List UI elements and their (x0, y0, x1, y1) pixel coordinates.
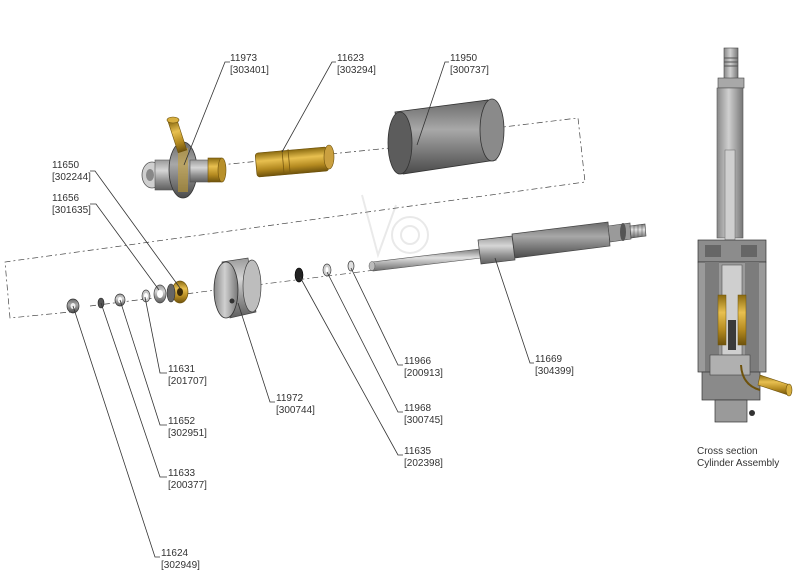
callout-11669-ref: [304399] (535, 366, 574, 377)
callout-11973-part: 11973 (230, 53, 258, 64)
callout-11950-ref: [300737] (450, 65, 489, 76)
brass-sleeve-part (254, 144, 335, 178)
callout-11950-part: 11950 (450, 53, 478, 64)
piston-rod-part (368, 221, 647, 272)
callout-11972-part: 11972 (276, 393, 304, 404)
callout-11631-part: 11631 (168, 364, 196, 375)
callout-11633-part: 11633 (168, 468, 196, 479)
callout-11966-ref: [200913] (404, 368, 443, 379)
callout-11669-part: 11669 (535, 354, 563, 365)
caption-line-1: Cross section (697, 446, 758, 457)
callout-11652-part: 11652 (168, 416, 196, 427)
callout-11623-ref: [303294] (337, 65, 376, 76)
callout-11650-ref: [302244] (52, 172, 91, 183)
callout-11966-part: 11966 (404, 356, 432, 367)
callout-11652-ref: [302951] (168, 428, 207, 439)
callout-11650-part: 11650 (52, 160, 80, 171)
callout-11656-part: 11656 (52, 193, 80, 204)
callout-labels: 11973 [303401] 11623 [303294] 11950 [300… (52, 53, 574, 571)
callout-11633-ref: [200377] (168, 480, 207, 491)
caption-line-2: Cylinder Assembly (697, 458, 779, 469)
fitting-block-part (141, 116, 227, 199)
callout-11656-ref: [301635] (52, 205, 91, 216)
callout-11972-ref: [300744] (276, 405, 315, 416)
cross-section-caption: Cross section Cylinder Assembly (697, 446, 779, 469)
cylinder-body-part (387, 98, 505, 175)
rod-seal-parts (294, 260, 355, 283)
small-seal-parts (66, 280, 189, 314)
piston-part (213, 257, 262, 319)
callout-11968-ref: [300745] (404, 415, 443, 426)
callout-11631-ref: [201707] (168, 376, 207, 387)
callout-11624-part: 11624 (161, 548, 189, 559)
callout-11635-ref: [202398] (404, 458, 443, 469)
callout-11973-ref: [303401] (230, 65, 269, 76)
callout-11968-part: 11968 (404, 403, 432, 414)
callout-11635-part: 11635 (404, 446, 432, 457)
cross-section-assembly (697, 47, 793, 423)
leader-lines (72, 61, 534, 558)
callout-11623-part: 11623 (337, 53, 365, 64)
callout-11624-ref: [302949] (161, 560, 200, 571)
watermark-logo (361, 194, 429, 259)
